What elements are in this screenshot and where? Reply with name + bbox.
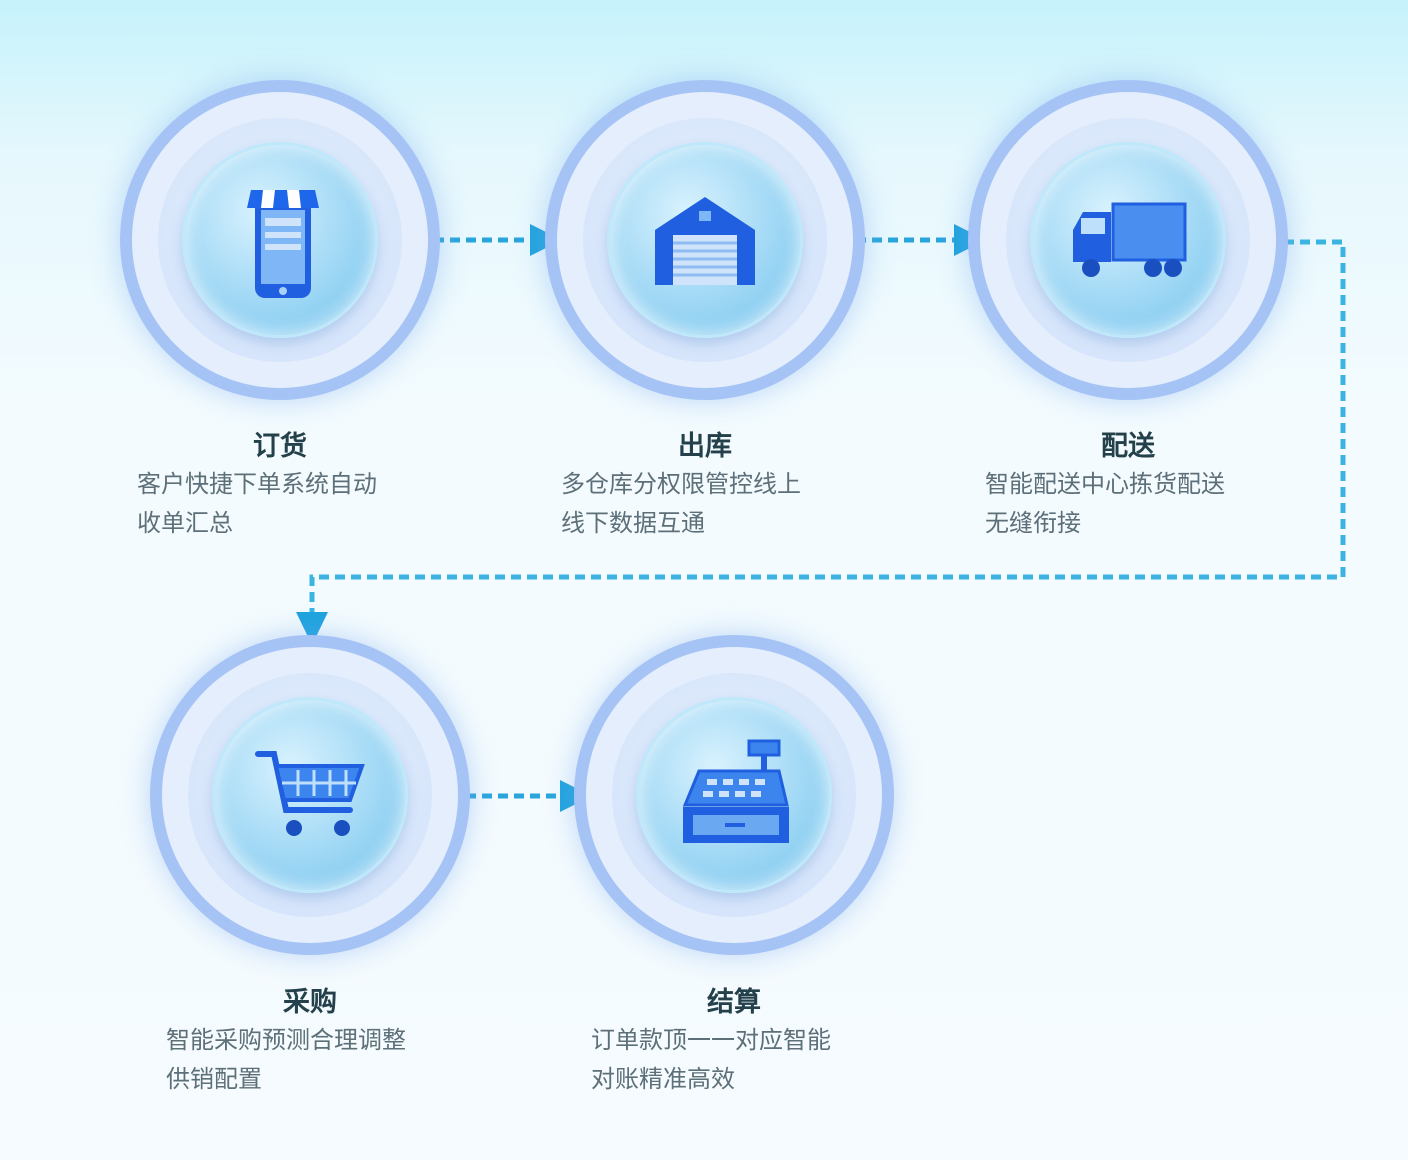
mobile-shop-icon — [247, 190, 319, 298]
desc-line: 供销配置 — [166, 1065, 262, 1093]
step-title: 配送 — [1101, 431, 1155, 462]
desc-line: 智能配送中心拣货配送 — [985, 470, 1225, 498]
glass-orb — [636, 697, 832, 893]
glass-orb — [212, 697, 408, 893]
step-order — [120, 80, 440, 400]
arrow-delivery-to-purchase — [309, 239, 1346, 612]
step-title: 订货 — [253, 431, 307, 462]
desc-line: 客户快捷下单系统自动 — [137, 470, 377, 498]
step-description: 订单款顶一一对应智能对账精准高效 — [591, 1021, 831, 1099]
desc-line: 无缝衔接 — [985, 509, 1081, 537]
arrowhead-icon — [296, 612, 328, 645]
desc-line: 多仓库分权限管控线上 — [561, 470, 801, 498]
glass-orb — [1030, 142, 1226, 338]
step-settlement — [574, 635, 894, 955]
step-title: 出库 — [678, 431, 732, 462]
glass-orb — [607, 142, 803, 338]
step-delivery — [968, 80, 1288, 400]
shopping-cart-icon — [255, 751, 365, 836]
glass-orb — [182, 142, 378, 338]
step-description: 智能采购预测合理调整供销配置 — [166, 1021, 406, 1099]
step-description: 客户快捷下单系统自动收单汇总 — [137, 465, 377, 543]
step-description: 智能配送中心拣货配送无缝衔接 — [985, 465, 1225, 543]
desc-line: 智能采购预测合理调整 — [166, 1026, 406, 1054]
desc-line: 收单汇总 — [137, 509, 233, 537]
truck-icon — [1073, 202, 1187, 277]
cash-register-icon — [682, 739, 789, 843]
step-description: 多仓库分权限管控线上线下数据互通 — [561, 465, 801, 543]
step-title: 采购 — [283, 987, 337, 1018]
desc-line: 线下数据互通 — [561, 509, 705, 537]
step-title: 结算 — [707, 987, 761, 1018]
desc-line: 订单款顶一一对应智能 — [591, 1026, 831, 1054]
warehouse-icon — [655, 197, 755, 285]
step-purchase — [150, 635, 470, 955]
desc-line: 对账精准高效 — [591, 1065, 735, 1093]
step-outbound — [545, 80, 865, 400]
